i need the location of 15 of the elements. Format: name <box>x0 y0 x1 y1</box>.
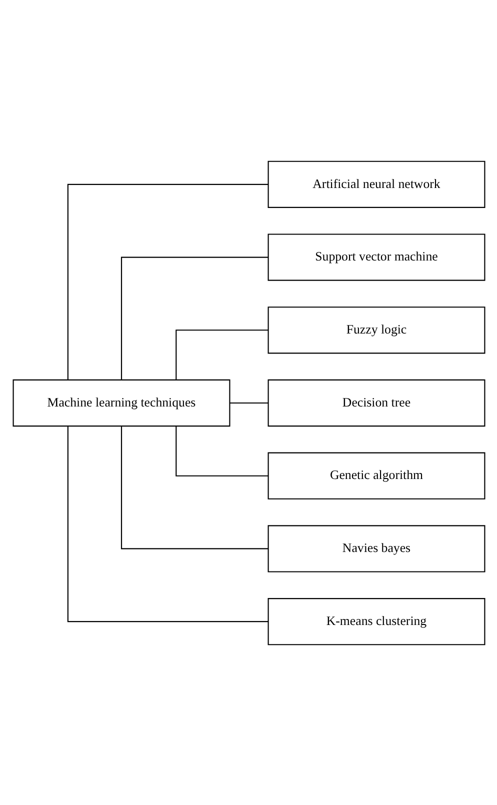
connector <box>120 426 268 549</box>
node-box: Genetic algorithm <box>267 452 485 499</box>
connector <box>230 402 268 404</box>
node-box: Decision tree <box>267 378 485 426</box>
connector <box>66 426 268 622</box>
connector <box>175 426 268 476</box>
node-box: Navies bayes <box>267 524 485 572</box>
connector <box>120 256 268 380</box>
node-box: Machine learning techniques <box>12 378 230 426</box>
node-box: Fuzzy logic <box>267 306 485 354</box>
node-box: K-means clustering <box>267 598 485 645</box>
connector <box>66 183 268 380</box>
node-box: Artificial neural network <box>267 160 485 208</box>
connector <box>175 329 268 380</box>
node-box: Support vector machine <box>267 233 485 280</box>
